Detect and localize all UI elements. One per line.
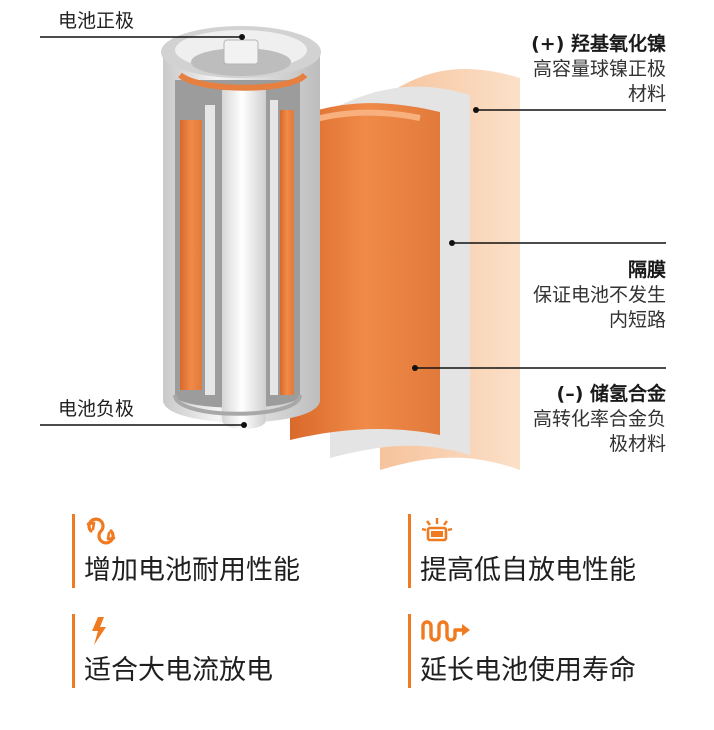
callout-title: 隔膜 [627,259,666,281]
battery-cutaway-illustration [40,26,666,470]
callout-nickel-cathode: (+) 羟基氧化镍 高容量球镍正极 材料 [531,32,666,107]
callout-desc-line: 保证电池不发生 [532,284,666,306]
callout-alloy-anode: (–) 储氢合金 高转化率合金负 极材料 [533,382,666,457]
accent-bar [72,514,75,588]
callout-desc-line: 高容量球镍正极 [532,58,666,80]
feature-text: 延长电池使用寿命 [420,655,636,686]
label-positive-terminal: 电池正极 [58,10,135,32]
feature-text: 适合大电流放电 [84,655,273,686]
callout-desc-line: 高转化率合金负 [532,408,666,430]
accent-bar [408,614,411,688]
battery-glow-icon [421,518,453,542]
copper-sheet [290,103,440,440]
callout-desc-line: 材料 [627,83,666,105]
label-negative-terminal: 电池负极 [58,398,135,420]
callout-title: (+) 羟基氧化镍 [531,33,666,55]
callout-desc-line: 极材料 [608,433,666,455]
accent-bar [72,614,75,688]
core-rod [222,90,266,429]
feature-text: 提高低自放电性能 [420,555,636,586]
callout-desc-line: 内短路 [608,309,666,331]
lightning-icon [92,617,106,645]
accent-bar [408,514,411,588]
cycle-arrows-icon [86,517,116,545]
wave-arrow-icon [421,620,470,642]
callout-separator: 隔膜 保证电池不发生 内短路 [533,258,666,333]
callout-title: (–) 储氢合金 [556,383,666,405]
feature-text: 增加电池耐用性能 [84,555,300,586]
